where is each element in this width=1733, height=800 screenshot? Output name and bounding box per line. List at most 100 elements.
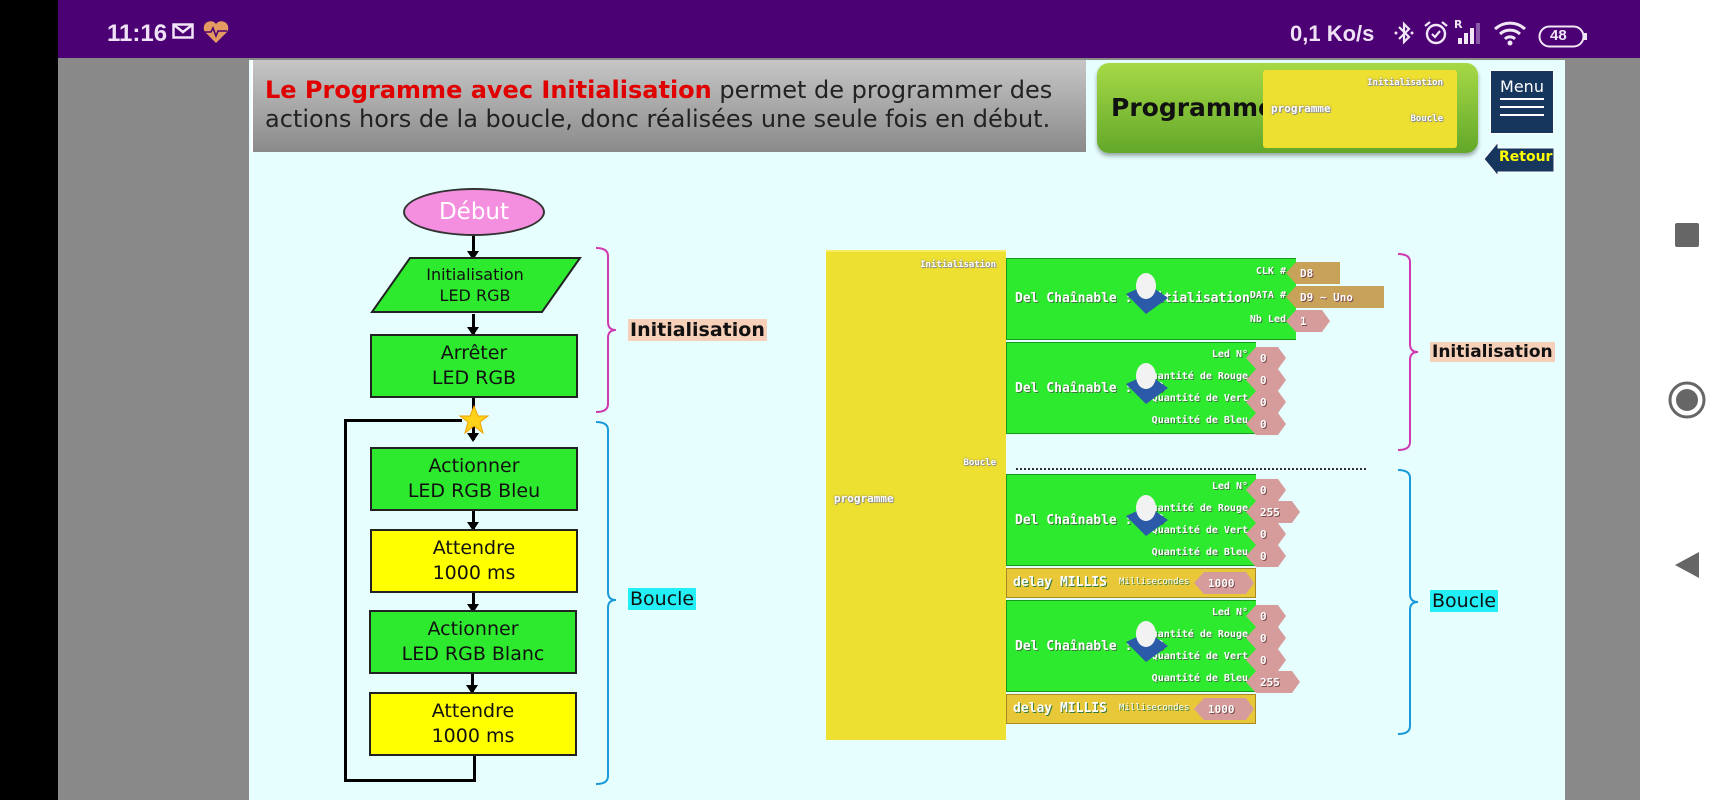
data-pin-dropdown[interactable]: D9 ~ Uno — [1286, 286, 1384, 308]
value-input[interactable]: 0 — [1246, 347, 1286, 369]
param-label: Led N° — [1211, 349, 1248, 360]
value-input[interactable]: 0 — [1246, 605, 1286, 627]
flow-wait-1: Attendre 1000 ms — [370, 529, 578, 593]
delay-title: delay MILLIS — [1013, 701, 1107, 716]
recent-apps-button[interactable] — [1640, 205, 1733, 265]
value-input[interactable]: 0 — [1246, 391, 1286, 413]
param-label: Quantité de Bleu — [1151, 673, 1248, 684]
programme-block-preview[interactable]: Programme programme Initialisation Boucl… — [1097, 63, 1478, 153]
flow-text: Actionner — [428, 455, 520, 477]
programme-slot-init: Initialisation — [1367, 78, 1443, 88]
delay-input[interactable]: 1000 — [1194, 698, 1254, 720]
flow-text: Attendre — [432, 537, 516, 559]
init-slot-label: Initialisation — [920, 260, 996, 270]
delay-input[interactable]: 1000 — [1194, 572, 1254, 594]
value-input[interactable]: 0 — [1246, 627, 1286, 649]
back-button[interactable]: Retour — [1484, 140, 1556, 178]
param-label: Quantité de Vert — [1151, 393, 1248, 404]
loop-label: Boucle — [628, 588, 697, 610]
param-label: Millisecondes — [1119, 703, 1190, 713]
value-input[interactable]: 0 — [1246, 545, 1286, 567]
loop-back-line — [344, 419, 347, 782]
blockly-loop-brace — [1397, 469, 1419, 735]
flow-text: LED RGB — [439, 286, 511, 305]
programme-inner-block: programme Initialisation Boucle — [1263, 70, 1457, 148]
hamburger-icon — [1500, 98, 1544, 116]
loop-slot-label: Boucle — [963, 458, 996, 468]
loop-back-line — [344, 779, 474, 782]
flow-arrow — [467, 236, 479, 260]
flow-text: LED RGB — [431, 367, 517, 389]
star-icon — [459, 405, 489, 435]
flow-arrow — [467, 314, 479, 336]
programme-slot-loop: Boucle — [1410, 114, 1443, 124]
navigation-bar — [1640, 0, 1733, 800]
value-input[interactable]: 255 — [1246, 671, 1300, 693]
programme-root-block[interactable]: programme Initialisation Boucle — [826, 250, 1006, 740]
param-label: Millisecondes — [1119, 577, 1190, 587]
signal-roaming-icon: R — [1454, 18, 1484, 50]
flow-text: LED RGB Bleu — [407, 480, 541, 502]
rvb-block-title: Del Chaînable : RVB — [1015, 639, 1164, 654]
triangle-back-icon — [1674, 552, 1699, 578]
init-loop-separator — [1016, 468, 1366, 470]
slide: Le Programme avec Initialisation permet … — [249, 60, 1565, 800]
circle-icon — [1668, 381, 1705, 419]
param-label: Quantité de Rouge — [1145, 371, 1248, 382]
wifi-icon — [1493, 20, 1527, 50]
clock: 11:16 — [107, 20, 168, 47]
param-label: Quantité de Bleu — [1151, 415, 1248, 426]
clk-pin-dropdown[interactable]: D8 — [1286, 262, 1340, 284]
led-module-icon — [1126, 495, 1168, 536]
health-heart-icon — [202, 20, 230, 48]
flow-text: Initialisation — [426, 265, 524, 284]
flow-text: LED RGB Blanc — [401, 643, 545, 665]
flow-text: 1000 ms — [432, 562, 516, 584]
mail-icon — [172, 22, 194, 44]
led-module-icon — [1126, 273, 1168, 314]
init-label: Initialisation — [628, 319, 767, 341]
flow-arrow — [466, 674, 478, 694]
param-label: Quantité de Rouge — [1145, 629, 1248, 640]
home-button[interactable] — [1640, 370, 1733, 430]
param-label: Quantité de Vert — [1151, 525, 1248, 536]
param-label: DATA # — [1249, 290, 1286, 301]
nb-led-input[interactable]: 1 — [1286, 310, 1330, 332]
param-label: Led N° — [1211, 481, 1248, 492]
flow-text: Attendre — [431, 700, 515, 722]
flow-start-label: Début — [438, 198, 510, 225]
value-input[interactable]: 0 — [1246, 413, 1286, 435]
rvb-block[interactable]: Del Chaînable : RVB Led N° Quantité de R… — [1006, 600, 1256, 692]
value-input[interactable]: 0 — [1246, 479, 1286, 501]
value-input[interactable]: 0 — [1246, 369, 1286, 391]
loop-back-line — [473, 756, 476, 782]
flow-init-io-shape — [370, 257, 582, 313]
flow-arrow — [467, 593, 479, 613]
flow-text: Arrêter — [440, 342, 508, 364]
value-input[interactable]: 0 — [1246, 523, 1286, 545]
back-label: Retour — [1499, 149, 1553, 165]
led-module-icon — [1126, 363, 1168, 404]
loop-brace — [595, 421, 617, 785]
rvb-block-title: Del Chaînable : RVB — [1015, 513, 1164, 528]
menu-button[interactable]: Menu — [1490, 70, 1554, 134]
programme-inner-name: programme — [1271, 102, 1331, 115]
programme-label: Programme — [1111, 93, 1275, 122]
back-nav-button[interactable] — [1640, 535, 1733, 595]
blockly-init-label: Initialisation — [1430, 342, 1555, 362]
battery-indicator: 48 — [1538, 25, 1588, 53]
status-bar: 11:16 0,1 Ko/s R 48 — [58, 0, 1640, 58]
phone-screen: 11:16 0,1 Ko/s R 48 Le Programme avec In… — [58, 0, 1640, 800]
alarm-icon — [1423, 20, 1449, 50]
param-label: Quantité de Vert — [1151, 651, 1248, 662]
square-icon — [1674, 223, 1699, 247]
value-input[interactable]: 0 — [1246, 649, 1286, 671]
network-speed: 0,1 Ko/s — [1290, 21, 1375, 46]
loop-back-line — [344, 419, 462, 422]
flow-text: 1000 ms — [431, 725, 515, 747]
value-input[interactable]: 255 — [1246, 501, 1300, 523]
